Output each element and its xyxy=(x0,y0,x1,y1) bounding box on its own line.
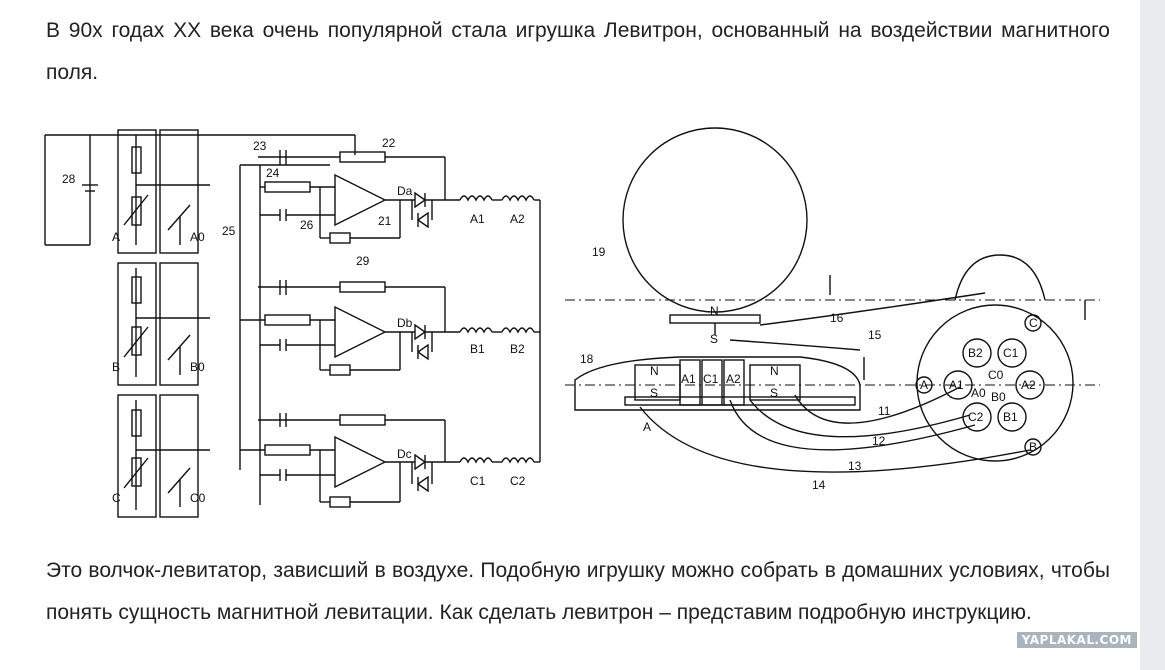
supply-loop xyxy=(44,134,91,246)
levitron-base xyxy=(574,356,861,411)
label-15: 15 xyxy=(868,328,882,342)
label-dc: Dc xyxy=(397,447,412,461)
label-top-c0: C0 xyxy=(988,368,1004,382)
wire-13 xyxy=(729,399,976,451)
label-n-left: N xyxy=(650,364,659,378)
label-24: 24 xyxy=(266,166,280,180)
dome xyxy=(954,254,1046,301)
wire-15 xyxy=(729,339,861,351)
site-watermark: YAPLAKAL.COM xyxy=(1016,632,1137,648)
levitron-schematic-figure: 28 23 22 24 26 21 25 29 A A0 B B0 C C0 D… xyxy=(44,127,1100,518)
label-19: 19 xyxy=(592,245,606,259)
page-gutter xyxy=(1140,0,1165,670)
label-b1: B1 xyxy=(470,342,485,356)
label-top-c1: C1 xyxy=(1003,346,1019,360)
pot-box-b0 xyxy=(159,262,199,386)
pot-box-b xyxy=(117,262,157,386)
top-sphere xyxy=(622,127,808,313)
label-db: Db xyxy=(397,316,413,330)
label-base-a: A xyxy=(643,420,651,434)
pot-box-a xyxy=(117,129,157,254)
wire-14 xyxy=(639,406,1031,473)
label-a1: A1 xyxy=(470,212,485,226)
label-c0: C0 xyxy=(190,491,206,505)
label-b: B xyxy=(112,360,120,374)
label-coil-a1: A1 xyxy=(681,372,696,386)
label-25: 25 xyxy=(222,224,236,238)
label-26: 26 xyxy=(300,218,314,232)
label-ring-a: A xyxy=(920,378,928,392)
wire-12 xyxy=(749,399,971,438)
label-ring-c: C xyxy=(1029,316,1038,330)
label-22: 22 xyxy=(382,136,396,150)
label-b0: B0 xyxy=(190,360,205,374)
label-14: 14 xyxy=(812,478,826,492)
amp-stage-a xyxy=(240,150,540,244)
label-b2: B2 xyxy=(510,342,525,356)
label-29: 29 xyxy=(356,254,370,268)
pot-box-a0 xyxy=(159,129,199,254)
top-view-coils xyxy=(915,314,1045,456)
label-13: 13 xyxy=(848,459,862,473)
label-s-top: S xyxy=(710,332,718,346)
device-diagram: 19 18 16 15 11 12 13 14 N S N S N S A A1… xyxy=(565,127,1100,492)
wire-16 xyxy=(759,292,986,326)
label-top-a1: A1 xyxy=(949,378,964,392)
label-top-b2: B2 xyxy=(968,346,983,360)
body-paragraph: Это волчок-левитатор, зависший в воздухе… xyxy=(46,559,1110,624)
label-12: 12 xyxy=(872,434,886,448)
intro-paragraph: В 90х годах XX века очень популярной ста… xyxy=(46,19,1110,84)
label-top-a2: A2 xyxy=(1021,378,1036,392)
pot-box-c xyxy=(117,394,157,518)
pot-box-c0 xyxy=(159,394,199,518)
label-11: 11 xyxy=(878,404,891,418)
label-top-c2: C2 xyxy=(968,410,984,424)
label-c1: C1 xyxy=(470,474,486,488)
amp-stage-c xyxy=(240,413,540,508)
label-ring-b: B xyxy=(1029,440,1037,454)
label-16: 16 xyxy=(830,311,844,325)
amp-stage-b xyxy=(240,280,540,376)
label-c: C xyxy=(112,491,121,505)
label-top-b0: B0 xyxy=(991,390,1006,404)
wire-11 xyxy=(794,386,961,424)
label-21: 21 xyxy=(378,214,392,228)
label-coil-a2: A2 xyxy=(726,372,741,386)
label-a: A xyxy=(112,230,120,244)
label-28: 28 xyxy=(62,172,76,186)
label-top-b1: B1 xyxy=(1003,410,1018,424)
label-n-top: N xyxy=(710,304,719,318)
label-18: 18 xyxy=(580,352,594,366)
label-23: 23 xyxy=(253,139,267,153)
label-c2: C2 xyxy=(510,474,526,488)
label-a0: A0 xyxy=(190,230,205,244)
circuit-diagram: 28 23 22 24 26 21 25 29 A A0 B B0 C C0 D… xyxy=(44,129,541,518)
label-s-right: S xyxy=(770,386,778,400)
base-top-view xyxy=(916,304,1074,462)
label-coil-c1: C1 xyxy=(703,372,719,386)
label-n-right: N xyxy=(770,364,779,378)
label-a2: A2 xyxy=(510,212,525,226)
label-s-left: S xyxy=(650,386,658,400)
label-da: Da xyxy=(397,184,413,198)
label-top-a0: A0 xyxy=(971,386,986,400)
